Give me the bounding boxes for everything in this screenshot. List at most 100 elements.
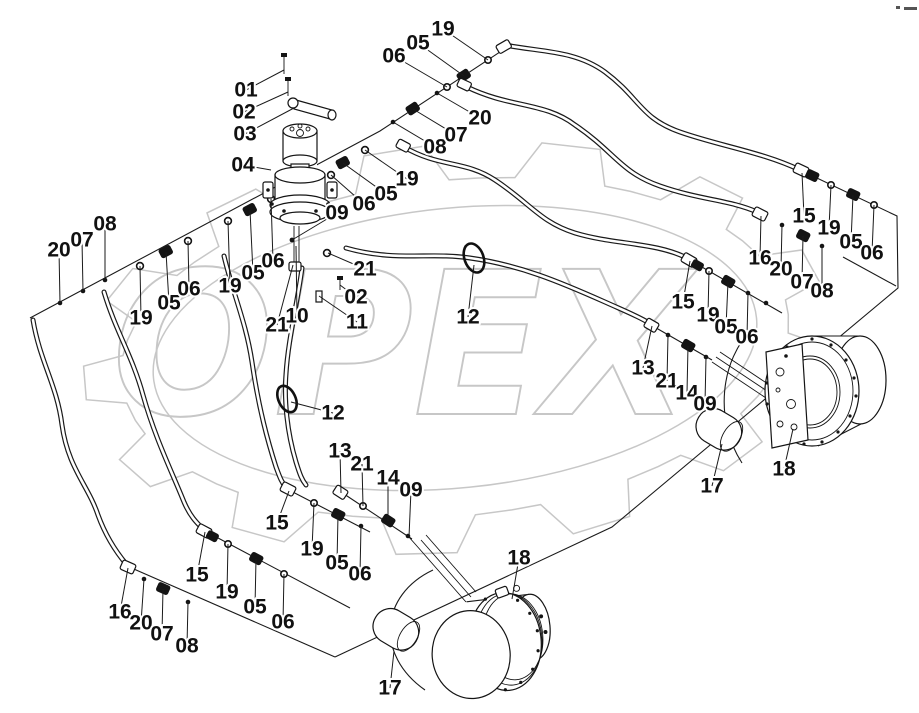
leader-line-01	[245, 69, 285, 91]
fittings	[57, 39, 878, 605]
callout-14: 14	[675, 382, 699, 405]
callout-19: 19	[129, 307, 152, 330]
callout-08: 08	[423, 136, 447, 159]
callout-07: 07	[444, 124, 467, 147]
callout-19: 19	[215, 581, 238, 604]
callout-08: 08	[810, 280, 834, 303]
callout-12: 12	[456, 306, 479, 329]
leader-line-07	[81, 239, 84, 292]
callout-20: 20	[468, 107, 491, 130]
callout-19: 19	[300, 538, 323, 561]
callout-03: 03	[233, 123, 256, 146]
watermark-text: OPEX	[112, 229, 698, 461]
callout-16: 16	[108, 601, 131, 624]
screw-02	[285, 77, 291, 81]
leader-line-06	[746, 292, 749, 338]
travel-motor-right	[764, 335, 887, 449]
callout-14: 14	[376, 467, 400, 490]
callout-17: 17	[378, 677, 401, 700]
callout-15: 15	[792, 205, 816, 228]
callout-08: 08	[175, 635, 199, 658]
callout-09: 09	[325, 202, 348, 225]
travel-motor-bottom	[431, 584, 551, 700]
callout-07: 07	[150, 623, 173, 646]
bolt-02b	[337, 276, 343, 280]
leader-line-03	[244, 107, 295, 135]
callout-05: 05	[157, 292, 181, 315]
hose-left-1	[30, 317, 130, 568]
callout-08: 08	[93, 213, 117, 236]
leader-line-12	[290, 401, 334, 414]
callout-19: 19	[431, 18, 454, 41]
leader-line-19	[442, 28, 489, 61]
hose-center-2	[282, 265, 309, 488]
callout-05: 05	[714, 316, 738, 339]
motor-valve-plate	[765, 343, 809, 449]
callout-19: 19	[395, 168, 418, 191]
leader-line-16	[119, 567, 129, 613]
leader-line-15	[801, 172, 805, 217]
callout-13: 13	[328, 440, 351, 463]
hose-top-2	[464, 84, 760, 215]
callout-20: 20	[769, 258, 792, 281]
callout-05: 05	[406, 32, 430, 55]
leader-line-21	[666, 334, 669, 382]
callout-06: 06	[382, 45, 405, 68]
leader-line-19	[311, 502, 315, 550]
leader-line-06	[871, 204, 875, 254]
callout-09: 09	[693, 393, 716, 416]
leader-line-16	[759, 215, 762, 259]
leader-line-07	[801, 235, 804, 283]
callout-05: 05	[325, 552, 349, 575]
leader-line-21	[276, 264, 294, 326]
swivel-body-04	[262, 123, 338, 243]
leader-line-05	[249, 209, 254, 274]
leader-line-17	[389, 650, 395, 689]
leader-line-09	[408, 489, 412, 538]
callout-06: 06	[860, 242, 883, 265]
callout-07: 07	[70, 229, 93, 252]
leader-line-08	[392, 121, 436, 148]
leader-line-21	[327, 252, 366, 270]
callout-16: 16	[748, 247, 771, 270]
leader-line-20	[58, 249, 61, 304]
leader-line-19	[828, 184, 832, 229]
callout-13: 13	[631, 357, 654, 380]
leader-line-12	[467, 264, 475, 318]
callout-05: 05	[241, 262, 265, 285]
callout-06: 06	[735, 326, 758, 349]
callout-06: 06	[352, 193, 375, 216]
leader-line-09	[704, 356, 707, 405]
pipes-to-bottom-motor	[407, 534, 477, 603]
leader-line-15	[682, 260, 691, 303]
leader-line-20	[140, 578, 145, 624]
callout-21: 21	[353, 258, 377, 281]
callout-06: 06	[271, 611, 294, 634]
leader-line-08	[186, 601, 189, 647]
callout-21: 21	[265, 314, 289, 337]
leader-line-18	[783, 428, 794, 470]
callout-20: 20	[47, 239, 70, 262]
hoses	[30, 42, 803, 568]
callout-15: 15	[671, 291, 695, 314]
leader-line-04	[242, 164, 272, 171]
callout-18: 18	[772, 458, 796, 481]
corner-smudge	[896, 6, 917, 10]
hose-mid-2	[343, 245, 652, 326]
callout-17: 17	[700, 475, 723, 498]
leader-line-07	[412, 108, 457, 136]
callout-10: 10	[285, 305, 308, 328]
leader-line-05	[725, 281, 729, 328]
bushing-right	[695, 407, 744, 452]
callout-09: 09	[399, 479, 422, 502]
leader-line-17	[711, 443, 723, 487]
leader-line-06	[393, 55, 448, 88]
lever-03	[287, 97, 337, 121]
callout-06: 06	[348, 563, 371, 586]
leader-line-06	[359, 525, 362, 575]
leader-line-07	[161, 588, 164, 635]
leader-line-18	[511, 557, 520, 600]
leader-line-19	[364, 149, 408, 180]
o-ring-center	[462, 242, 486, 274]
